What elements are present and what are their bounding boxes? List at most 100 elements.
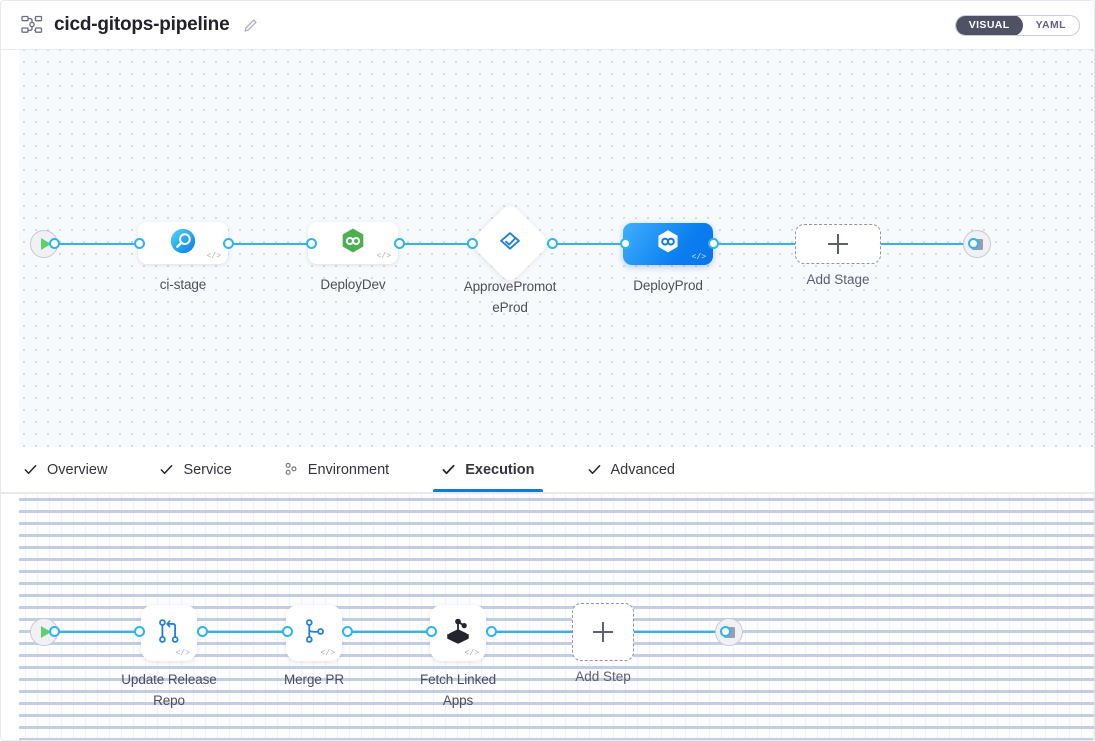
check-icon [441,462,456,477]
pipeline-header: cicd-gitops-pipeline VISUAL YAML [1,1,1094,50]
add-stage-label: Add Stage [806,272,870,287]
port-update-repo-out[interactable] [197,626,208,637]
infrastructure-icon [284,462,299,477]
tab-overview[interactable]: Overview [23,447,129,492]
port-merge-pr-in[interactable] [282,626,293,637]
stage-card-ci-stage[interactable]: </> [138,222,228,264]
step-label-update-release-repo-line1: Update Release [121,672,217,687]
plus-icon [828,234,848,254]
stage-node-approve-promote-prod[interactable]: ApprovePromot eProd [464,201,556,315]
step-node-update-release-repo[interactable]: </> Update Release Repo [121,605,217,708]
step-label-fetch-linked-apps-line1: Fetch Linked [419,672,497,687]
stage-label-approve-line2: eProd [492,300,528,315]
port-step-end-in[interactable] [720,626,731,637]
play-icon [40,626,51,638]
stage-graph-canvas[interactable]: </> ci-stage </> DeployDev [1,50,1094,447]
port-end-in[interactable] [968,238,979,249]
stage-card-deploydev[interactable]: </> [308,222,398,264]
pipeline-icon [21,15,43,35]
port-start-out[interactable] [49,238,60,249]
mode-yaml-button[interactable]: YAML [1023,16,1079,35]
step-card-fetch-linked-apps[interactable]: </> [430,605,486,661]
code-badge: </> [464,649,479,658]
code-badge: </> [320,649,335,658]
header-left-group: cicd-gitops-pipeline [21,14,258,36]
argocd-hexagon-icon [338,226,368,261]
edge-ci-to-deploydev [226,243,318,245]
git-merge-icon [298,615,330,652]
stage-node-deploydev[interactable]: </> DeployDev [308,222,398,292]
port-approve-in[interactable] [467,238,478,249]
edge-merge-pr-to-fetch-apps [343,631,433,633]
tab-service[interactable]: Service [159,447,253,492]
port-fetch-apps-in[interactable] [426,626,437,637]
edge-start-to-update-repo [53,631,143,633]
view-mode-toggle[interactable]: VISUAL YAML [954,14,1080,36]
add-step-button[interactable] [572,603,634,661]
edge-start-to-ci [53,243,143,245]
stage-node-deployprod[interactable]: </> DeployProd [623,223,713,293]
step-label-fetch-linked-apps-line2: Apps [442,693,474,708]
port-ci-out[interactable] [223,238,234,249]
stage-label-approve-line1: ApprovePromot [463,279,557,294]
tab-label: Service [183,461,232,478]
stage-config-tabs[interactable]: Overview Service Environment Execution [1,447,1094,493]
port-approve-out[interactable] [547,238,558,249]
step-card-merge-pr[interactable]: </> [286,605,342,661]
add-stage-node[interactable]: Add Stage [795,224,881,287]
port-deploydev-in[interactable] [306,238,317,249]
step-label-update-release-repo-line2: Repo [153,693,185,708]
add-step-node[interactable]: Add Step [572,603,634,684]
stage-diamond-approve[interactable] [468,201,552,285]
code-badge: </> [175,649,190,658]
tab-label: Advanced [610,461,676,478]
step-node-fetch-linked-apps[interactable]: </> Fetch Linked Apps [420,605,496,708]
step-graph-canvas[interactable]: </> Update Release Repo </> Merg [1,493,1094,740]
code-badge: </> [691,253,706,262]
add-stage-button[interactable] [795,224,881,264]
play-icon [40,238,51,250]
port-fetch-apps-out[interactable] [486,626,497,637]
stage-label-deploydev: DeployDev [320,277,386,292]
port-deployprod-out[interactable] [708,238,719,249]
port-merge-pr-out[interactable] [342,626,353,637]
plus-icon [593,622,613,642]
edge-update-repo-to-merge-pr [198,631,288,633]
edge-deploydev-to-approve [396,243,484,245]
edge-fetch-apps-to-addstep [487,631,573,633]
argocd-hexagon-icon [653,227,683,262]
ci-build-icon [168,226,198,261]
edge-deployprod-to-addstage [707,243,812,245]
port-step-start-out[interactable] [49,626,60,637]
edit-pencil-icon[interactable] [243,18,258,33]
step-card-update-release-repo[interactable]: </> [141,605,197,661]
step-label-merge-pr: Merge PR [284,672,344,687]
port-ci-in[interactable] [134,238,145,249]
git-branch-icon [153,615,185,652]
page-title: cicd-gitops-pipeline [54,14,230,35]
port-update-repo-in[interactable] [134,626,145,637]
edge-approve-to-deployprod [539,243,634,245]
port-deployprod-in[interactable] [620,238,631,249]
stage-label-ci-stage: ci-stage [159,277,207,292]
port-deploydev-out[interactable] [394,238,405,249]
stage-node-ci-stage[interactable]: </> ci-stage [138,222,228,292]
tab-label: Environment [307,461,390,478]
harness-deploy-icon [442,615,474,652]
code-badge: </> [376,252,391,261]
tab-environment[interactable]: Environment [284,447,411,492]
edge-addstep-to-end [632,631,722,633]
tab-execution[interactable]: Execution [433,447,556,492]
check-icon [159,462,174,477]
tab-label: Execution [465,461,535,478]
add-step-label: Add Step [575,669,631,684]
check-icon [587,462,602,477]
code-badge: </> [206,252,221,261]
check-icon [23,462,38,477]
mode-visual-button[interactable]: VISUAL [955,15,1023,35]
stage-card-deployprod[interactable]: </> [623,223,713,265]
step-node-merge-pr[interactable]: </> Merge PR [284,605,344,687]
tab-advanced[interactable]: Advanced [587,447,698,492]
edge-addstage-to-end [874,243,979,245]
